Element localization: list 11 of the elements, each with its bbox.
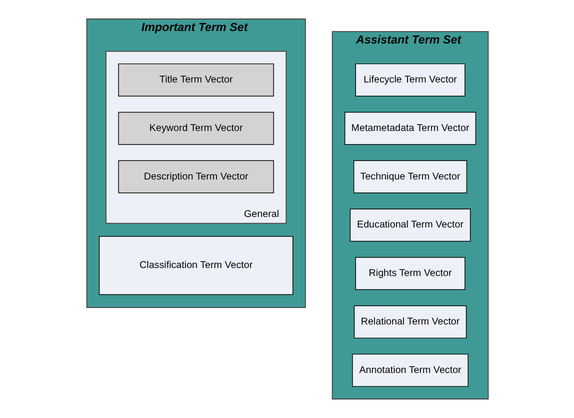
node-box: Relational Term Vector	[353, 305, 466, 338]
node-box: Technique Term Vector	[352, 160, 467, 194]
node-box: Rights Term Vector	[354, 257, 465, 290]
node-box: Metametadata Term Vector	[344, 112, 476, 145]
node-box: Title Term Vector	[118, 63, 274, 96]
node-box: Educational Term Vector	[349, 208, 470, 242]
node-box: Description Term Vector	[118, 160, 274, 194]
node-box: Classification Term Vector	[98, 236, 293, 295]
node-box: Keyword Term Vector	[118, 112, 274, 145]
node-box: Lifecycle Term Vector	[354, 63, 465, 96]
node-box: Annotation Term Vector	[352, 354, 468, 387]
